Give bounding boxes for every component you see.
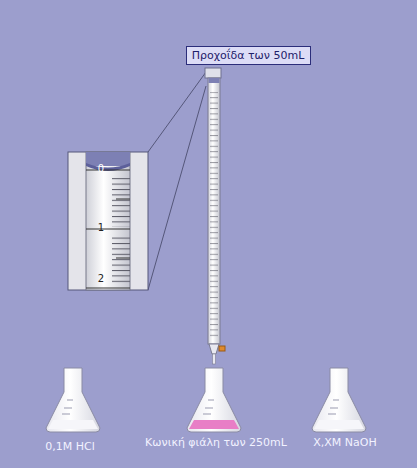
flask-label: 0,1M HCl [45, 440, 95, 453]
burette-zoom-inset [68, 152, 148, 290]
scale-number: 0 [98, 163, 104, 174]
label-box: Προχοΐδα των 50mL [186, 46, 311, 65]
zoom-lines [148, 72, 206, 290]
scale-number: 2 [98, 273, 104, 284]
erlenmeyer-flask [46, 368, 100, 432]
burette [205, 68, 225, 364]
flask-label: X,XM NaOH [313, 436, 376, 449]
scale-number: 1 [98, 222, 104, 233]
erlenmeyer-flask [187, 368, 241, 432]
flask-marks [62, 400, 339, 414]
flask-label: Κωνική φιάλη των 250mL [145, 436, 287, 449]
box-text: Προχοΐδα των 50mL [192, 49, 305, 62]
erlenmeyer-flask [312, 368, 366, 432]
